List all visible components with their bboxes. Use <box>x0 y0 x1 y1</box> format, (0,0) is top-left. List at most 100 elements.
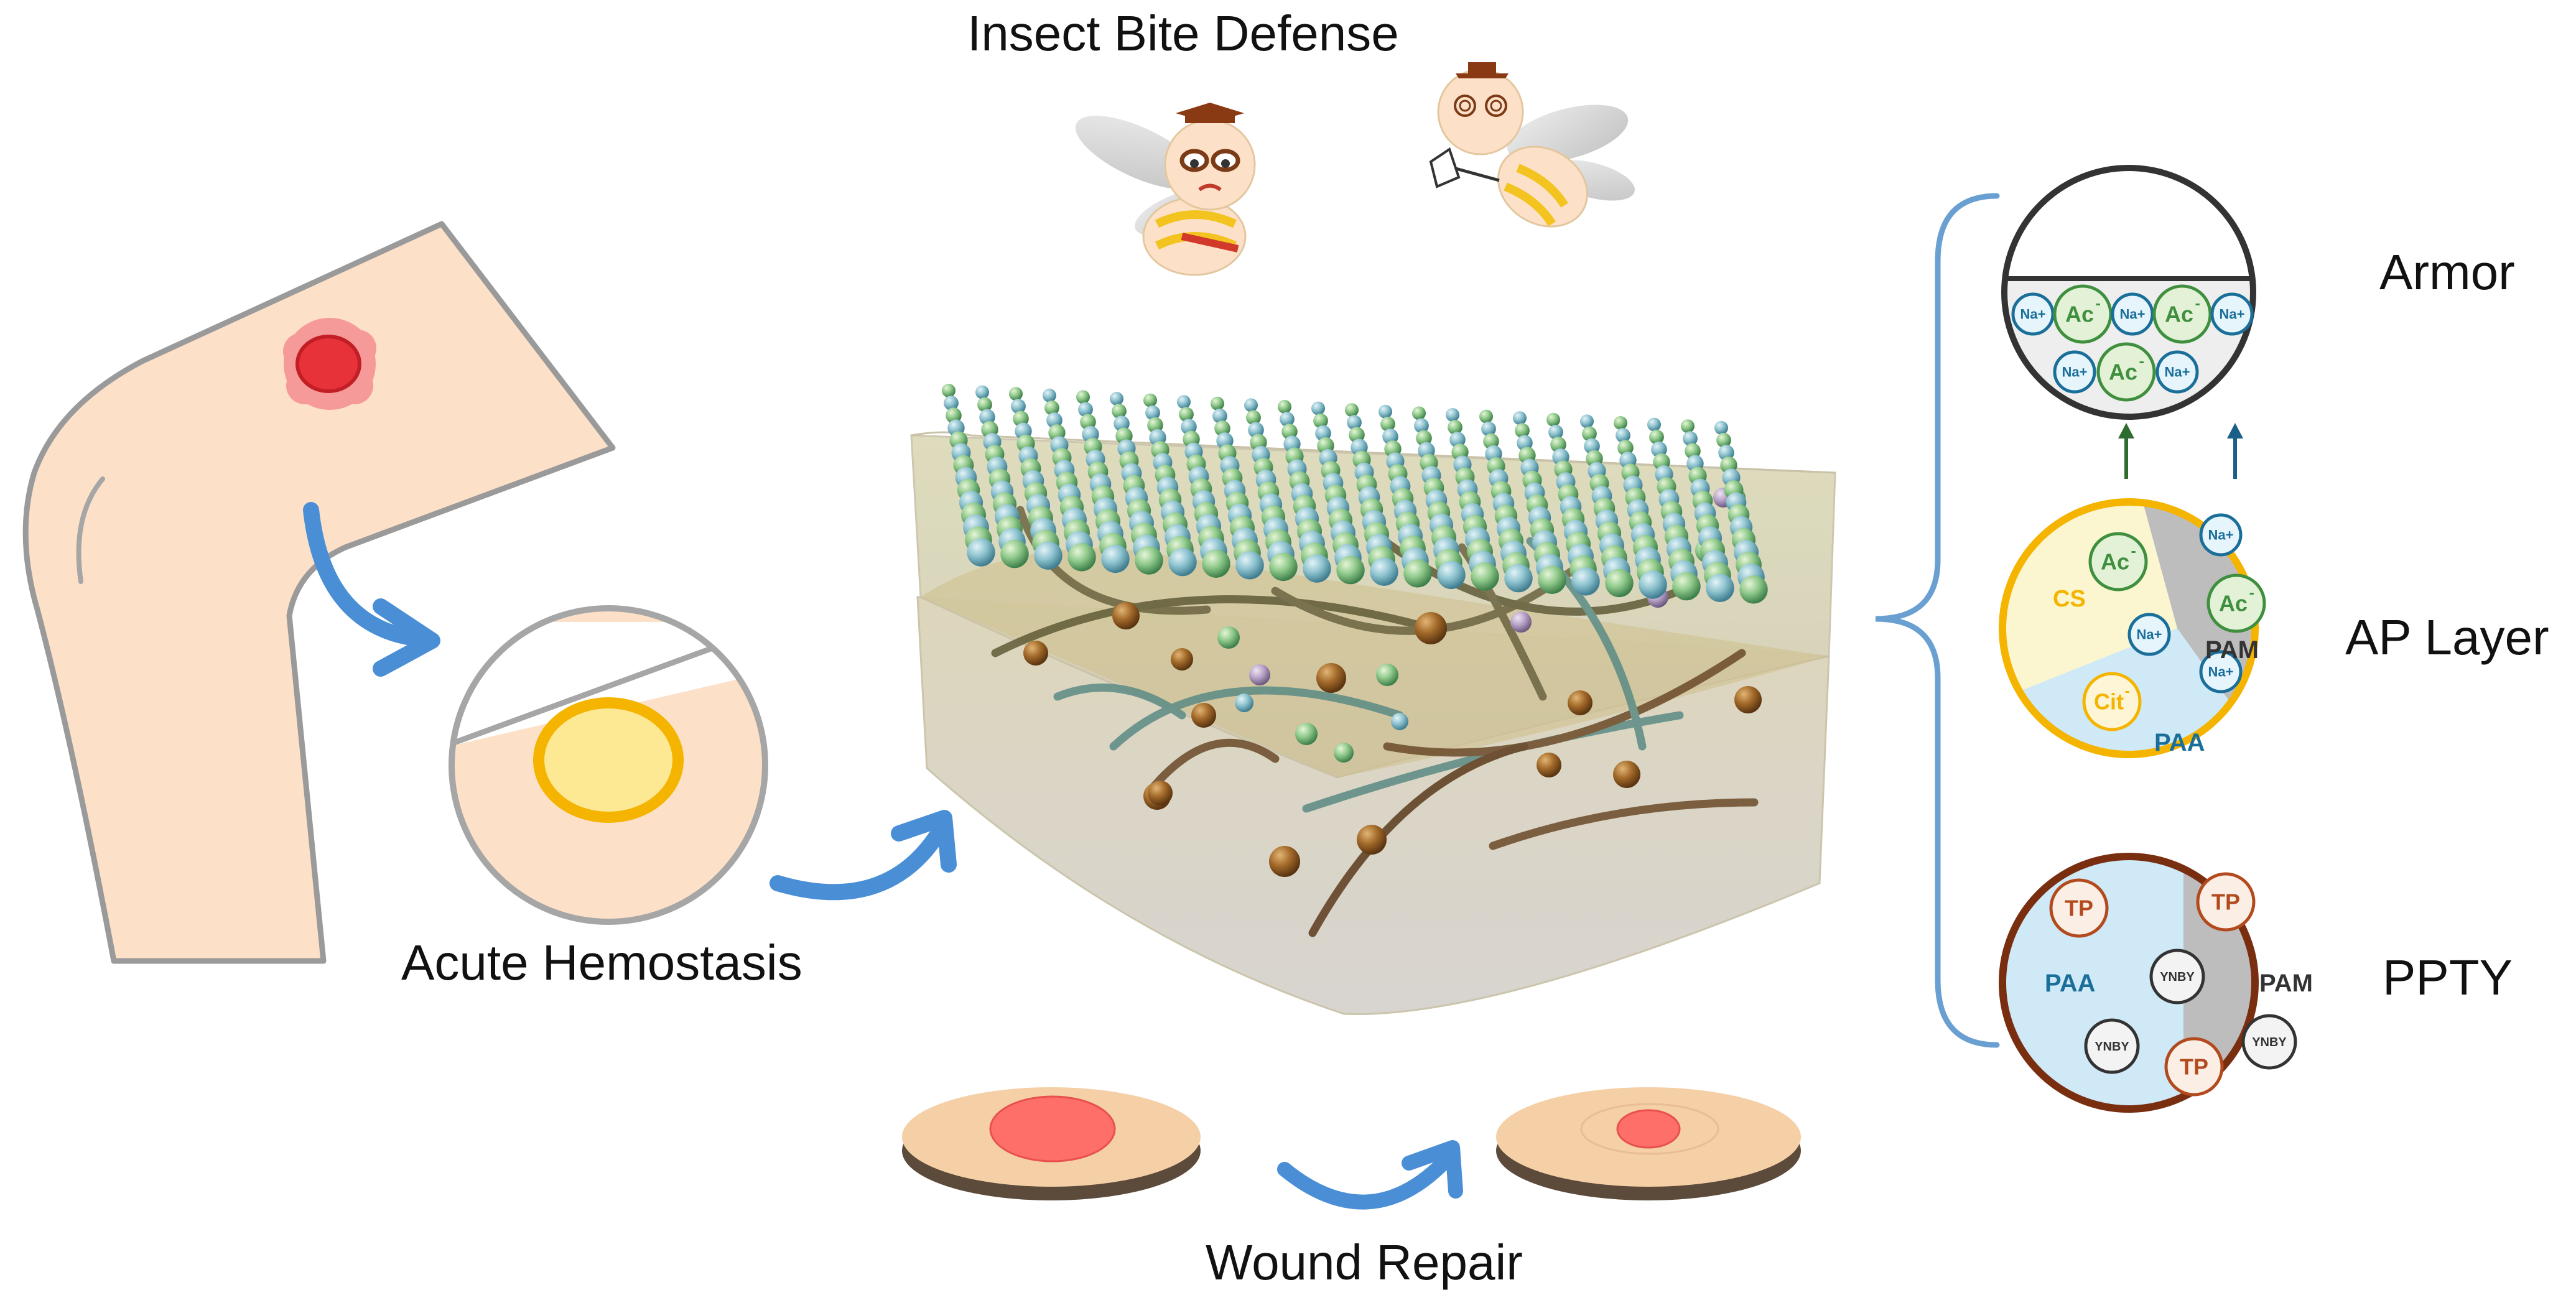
lattice-bead <box>1177 395 1191 409</box>
lattice-bead <box>944 396 959 411</box>
lattice-bead <box>1135 546 1163 575</box>
tp-particle: TP <box>2164 1037 2224 1097</box>
lattice-bead <box>1336 555 1365 585</box>
sodium-ion: Na+ <box>2111 292 2154 336</box>
curved-arrow-icon <box>303 502 419 646</box>
lattice-bead <box>1067 543 1096 572</box>
lattice-bead <box>1582 426 1597 442</box>
lattice-bead <box>1370 557 1398 586</box>
lattice-bead <box>967 538 995 567</box>
lattice-bead <box>1614 416 1627 430</box>
lattice-bead <box>1311 401 1325 415</box>
lattice-bead <box>1214 420 1230 437</box>
lattice-bead <box>1414 418 1429 434</box>
lattice-bead <box>1584 438 1600 455</box>
sodium-ion: Na+ <box>2199 513 2243 557</box>
lattice-bead <box>1076 390 1090 404</box>
svg-text:Ac: Ac <box>2219 591 2248 616</box>
acetate-ion: Ac- <box>2206 573 2266 633</box>
lattice-bead <box>1685 443 1701 459</box>
gel-particles <box>1023 488 1762 877</box>
svg-text:Na+: Na+ <box>2208 664 2234 680</box>
sad-bee-icon <box>1075 103 1256 276</box>
lattice-bead <box>1078 402 1093 417</box>
sodium-ion: Na+ <box>2011 292 2055 336</box>
bleeding-wound-icon <box>283 318 376 410</box>
svg-text:TP: TP <box>2065 896 2093 921</box>
lattice-bead <box>1281 424 1298 440</box>
lattice-bead <box>1548 424 1563 440</box>
lattice-bead <box>1000 539 1029 568</box>
lattice-bead <box>1448 420 1462 435</box>
lattice-bead <box>1437 560 1466 590</box>
lattice-bead <box>1101 544 1130 573</box>
hydrogel-block <box>910 384 1836 1015</box>
lattice-bead <box>1416 430 1432 447</box>
acetate-ion: Ac- <box>2053 284 2113 344</box>
lattice-bead <box>1716 432 1731 448</box>
armor-circle: Na+Ac-Na+Ac-Na+Na+Ac-Na+ <box>2001 165 2256 420</box>
lattice-bead <box>1714 420 1728 435</box>
lattice-bead <box>1649 429 1664 445</box>
lattice-bead <box>1681 419 1695 434</box>
svg-text:-: - <box>2139 353 2144 370</box>
lattice-bead <box>1538 565 1566 594</box>
svg-text:Na+: Na+ <box>2208 527 2234 543</box>
lattice-bead <box>1313 413 1328 429</box>
svg-text:Ac: Ac <box>2109 360 2137 385</box>
lattice-bead <box>1181 419 1197 435</box>
svg-text:Na+: Na+ <box>2120 307 2146 322</box>
dizzy-bee-icon <box>1429 62 1635 228</box>
lattice-bead <box>1403 559 1432 588</box>
sodium-ion: Na+ <box>2199 650 2243 694</box>
tp-particle: TP <box>2049 878 2109 938</box>
lattice-bead <box>1639 570 1667 599</box>
tp-particle: TP <box>2196 872 2256 932</box>
lattice-bead <box>946 407 962 424</box>
lattice-bead <box>1246 410 1261 425</box>
paa-label-ppty: PAA <box>2045 970 2095 997</box>
lattice-bead <box>977 397 992 412</box>
lattice-bead <box>1580 414 1594 429</box>
svg-text:-: - <box>2096 295 2101 312</box>
lattice-bead <box>1412 406 1426 420</box>
lattice-bead <box>1046 412 1062 429</box>
svg-text:Ac: Ac <box>2165 302 2193 327</box>
lattice-bead <box>1651 441 1667 458</box>
lattice-bead <box>1145 405 1160 420</box>
pam-label-ppty: PAM <box>2259 970 2313 997</box>
lattice-bead <box>1043 388 1056 402</box>
lattice-bead <box>1446 408 1459 422</box>
lattice-bead <box>1315 425 1331 442</box>
sodium-ion: Na+ <box>2210 292 2254 336</box>
svg-text:YNBY: YNBY <box>2160 970 2195 984</box>
svg-text:-: - <box>2125 682 2130 700</box>
bracket <box>1875 193 2000 1048</box>
lattice-bead <box>1517 435 1533 451</box>
lattice-bead <box>1202 549 1230 578</box>
lattice-bead <box>1515 423 1530 438</box>
lattice-bead <box>1179 407 1194 422</box>
knee-illustration <box>22 221 616 964</box>
lattice-bead <box>1718 445 1734 461</box>
lattice-bead <box>1550 437 1566 453</box>
lattice-bead <box>1379 404 1392 419</box>
lattice-bead <box>1211 396 1224 411</box>
lattice-bead <box>1080 414 1096 430</box>
lattice-bead <box>1143 393 1157 407</box>
svg-text:-: - <box>2131 542 2136 560</box>
lattice-bead <box>1112 404 1127 419</box>
lattice-bead <box>1706 573 1734 602</box>
lattice-bead <box>1147 417 1163 434</box>
lattice-bead <box>1481 421 1496 437</box>
svg-text:-: - <box>2249 584 2254 601</box>
ynby-particle: YNBY <box>2149 949 2205 1004</box>
hemostasis-zoom-circle <box>449 605 768 925</box>
sodium-ion: Na+ <box>2155 350 2199 394</box>
lattice-bead <box>1114 415 1130 432</box>
lattice-bead <box>1739 575 1768 604</box>
lattice-bead <box>1013 411 1029 427</box>
lattice-bead <box>1011 399 1026 414</box>
pam-label-ap: PAM <box>2205 636 2259 664</box>
